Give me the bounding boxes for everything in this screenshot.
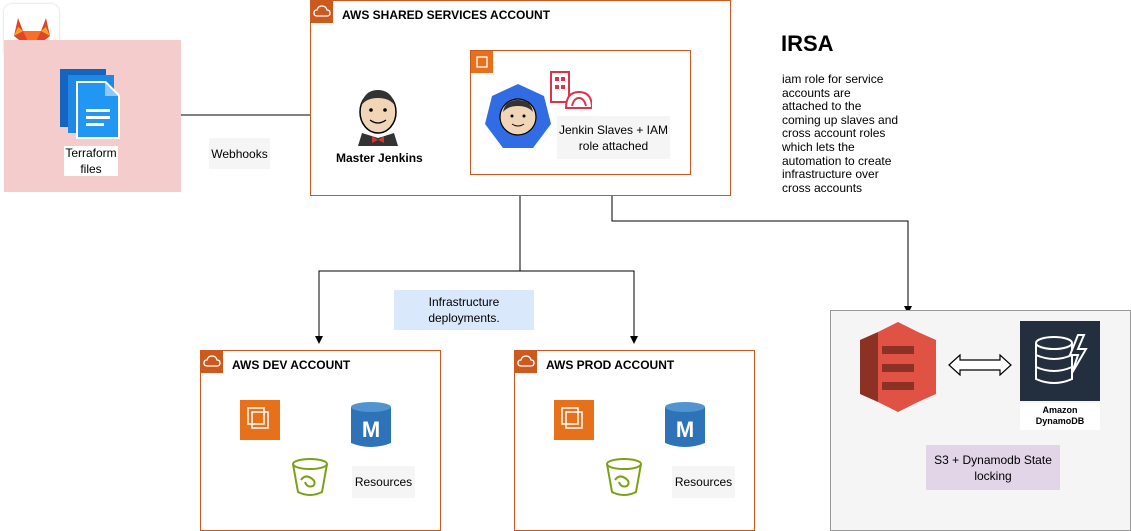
prod-account-title: AWS PROD ACCOUNT: [546, 358, 675, 372]
dynamodb-icon: [1020, 321, 1100, 401]
infra-label-line1: Infrastructure: [428, 295, 500, 309]
irsa-line: attached to the: [782, 99, 862, 114]
shared-account-title: AWS SHARED SERVICES ACCOUNT: [342, 8, 551, 22]
dev-account-title: AWS DEV ACCOUNT: [232, 358, 351, 372]
aws-prod-account: AWS PROD ACCOUNT: [514, 350, 755, 531]
slaves-label-line1: Jenkin Slaves + IAM: [558, 122, 669, 137]
state-caption-line1: S3 + Dynamodb State: [934, 452, 1052, 467]
ec2-icon: [240, 400, 280, 440]
dev-resources-label: Resources: [352, 466, 415, 498]
terraform-label-line2: files: [80, 162, 102, 176]
prod-resources-label: Resources: [672, 466, 735, 498]
irsa-line: coming up slaves and: [782, 112, 899, 127]
infra-deployments-label: Infrastructure deployments.: [394, 290, 534, 330]
s3-bucket-icon: [603, 456, 645, 498]
terraform-label-line1: Terraform: [65, 146, 117, 160]
irsa-line: which lets the: [782, 139, 855, 154]
terraform-files-icon: [60, 69, 126, 141]
infra-label-line2: deployments.: [428, 311, 500, 325]
iam-role-icon: [548, 70, 594, 110]
deploy-arrow-dev: [315, 196, 521, 344]
irsa-line: infrastructure over: [782, 167, 879, 182]
master-jenkins-label: Master Jenkins: [336, 151, 423, 165]
webhooks-text: Webhooks: [211, 146, 268, 161]
ec2-icon: [554, 400, 594, 440]
irsa-line: cross accounts: [782, 180, 863, 195]
state-locking-caption: S3 + Dynamodb State locking: [926, 445, 1060, 490]
svg-text:M: M: [362, 417, 380, 442]
dynamodb-label-line2: DynamoDB: [1035, 416, 1085, 426]
s3-bucket-icon: [289, 456, 331, 498]
dev-resources-text: Resources: [354, 475, 413, 489]
svg-text:M: M: [676, 417, 694, 442]
rds-icon: M: [664, 401, 706, 449]
aws-cloud-icon: [201, 351, 223, 373]
state-caption-line2: locking: [974, 468, 1012, 483]
jenkins-slaves-container: [470, 50, 691, 175]
aws-cloud-icon: [515, 351, 537, 373]
aws-dev-account: AWS DEV ACCOUNT: [200, 350, 441, 531]
rds-icon: M: [350, 401, 392, 449]
irsa-line: cross account roles: [782, 126, 886, 141]
slaves-label-line2: role attached: [578, 138, 649, 153]
dynamodb-label: Amazon DynamoDB: [1020, 403, 1100, 430]
jenkins-master-icon: [350, 86, 406, 146]
irsa-description: iam role for service accounts are attach…: [782, 72, 922, 195]
bidirectional-arrow-icon: [948, 353, 1012, 377]
terraform-files-label: Terraform files: [64, 146, 118, 176]
jenkins-slaves-label: Jenkin Slaves + IAM role attached: [557, 116, 670, 159]
irsa-title: IRSA: [781, 31, 834, 56]
aws-cloud-icon: [311, 1, 333, 23]
irsa-line: accounts are: [782, 85, 851, 100]
prod-resources-text: Resources: [674, 475, 733, 489]
irsa-line: automation to create: [782, 153, 892, 168]
webhooks-label: Webhooks: [209, 138, 270, 169]
dynamodb-label-line1: Amazon: [1042, 405, 1078, 415]
s3-icon: [860, 322, 936, 412]
kubernetes-jenkins-icon: [483, 82, 553, 152]
deploy-arrow-prod: [520, 270, 638, 344]
state-arrow: [611, 172, 912, 314]
ec2-container-icon: [471, 51, 493, 73]
irsa-line: iam role for service: [782, 72, 884, 86]
